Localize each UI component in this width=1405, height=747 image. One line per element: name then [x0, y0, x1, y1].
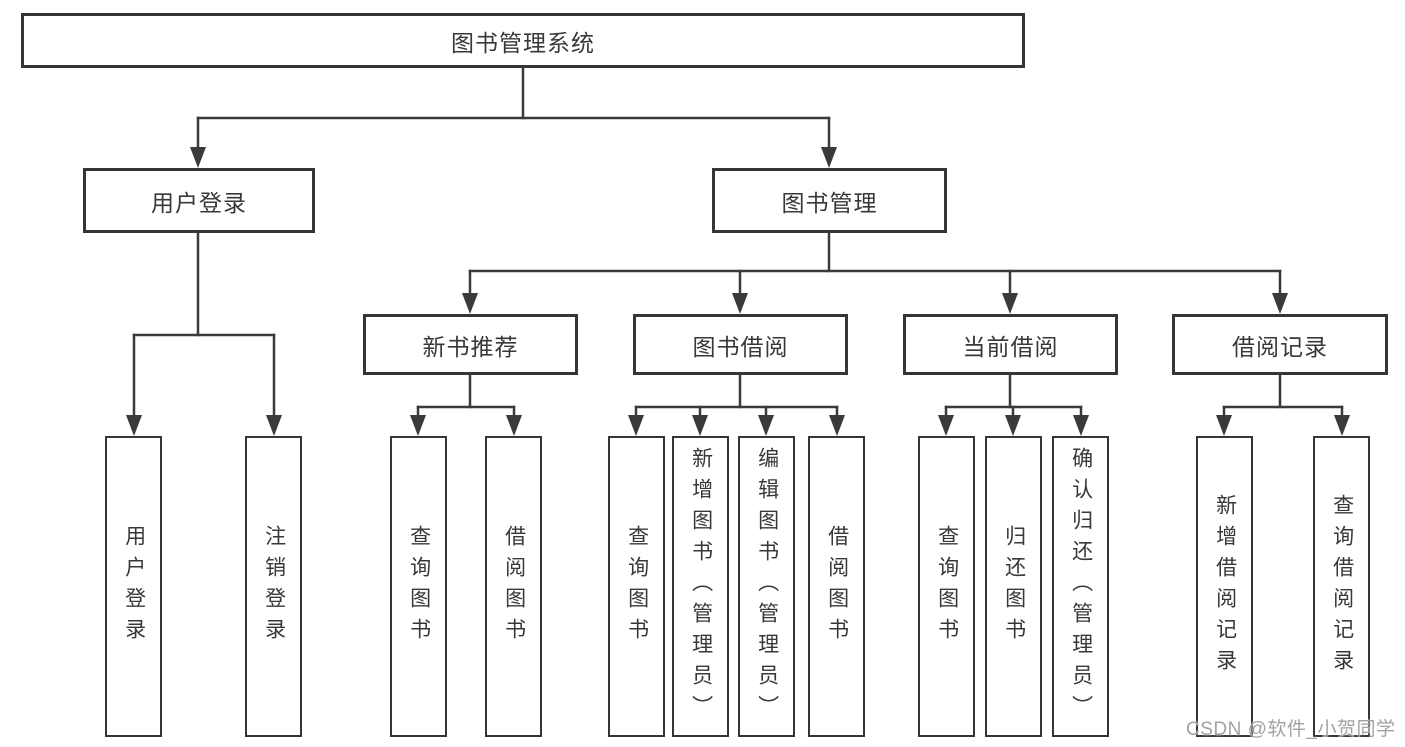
leaf-query-books-current: 查询图书 [918, 436, 975, 737]
leaf-add-books-admin: 新增图书（管理员） [672, 436, 729, 737]
watermark: CSDN @软件_小贺同学 [1186, 719, 1396, 740]
wire-book-borrow-to-leaves [628, 371, 845, 436]
node-label: 查询借阅记录 [1330, 493, 1354, 680]
node-book-borrow: 图书借阅 [633, 314, 848, 375]
node-label: 新增图书（管理员） [689, 447, 713, 726]
node-borrow-records: 借阅记录 [1172, 314, 1388, 375]
wire-user-login-to-leaves [126, 229, 282, 436]
node-label: 新增借阅记录 [1213, 493, 1237, 680]
node-label: 图书借阅 [692, 333, 789, 360]
node-label: 确认归还（管理员） [1069, 447, 1093, 726]
leaf-query-books-borrow: 查询图书 [608, 436, 665, 737]
node-label: 借阅记录 [1232, 333, 1328, 360]
node-label: 用户登录 [151, 189, 247, 216]
wire-book-management-to-level3 [462, 229, 1288, 314]
wire-borrow-records-to-leaves [1216, 371, 1350, 436]
node-label: 编辑图书（管理员） [755, 447, 779, 726]
leaf-user-login: 用户登录 [105, 436, 162, 737]
leaf-query-books-recommend: 查询图书 [390, 436, 447, 737]
node-new-book-recommend: 新书推荐 [363, 314, 578, 375]
wire-root-to-level2 [190, 64, 837, 168]
leaf-borrow-books: 借阅图书 [808, 436, 865, 737]
node-label: 查询图书 [935, 524, 959, 649]
node-label: 图书管理 [781, 189, 878, 216]
node-label: 查询图书 [407, 524, 431, 649]
leaf-logout: 注销登录 [245, 436, 302, 737]
node-label: 新书推荐 [422, 333, 519, 360]
wire-current-borrow-to-leaves [938, 371, 1089, 436]
node-label: 当前借阅 [962, 333, 1059, 360]
leaf-confirm-return-admin: 确认归还（管理员） [1052, 436, 1109, 737]
node-library-management-system: 图书管理系统 [21, 13, 1025, 68]
node-book-management: 图书管理 [712, 168, 947, 233]
leaf-add-borrow-record: 新增借阅记录 [1196, 436, 1253, 737]
node-user-login: 用户登录 [83, 168, 315, 233]
leaf-edit-books-admin: 编辑图书（管理员） [738, 436, 795, 737]
node-label: 查询图书 [625, 524, 649, 649]
node-label: 注销登录 [262, 524, 286, 649]
node-label: 归还图书 [1002, 524, 1026, 649]
node-label: 用户登录 [122, 524, 146, 649]
leaf-query-borrow-record: 查询借阅记录 [1313, 436, 1370, 737]
leaf-borrow-books-recommend: 借阅图书 [485, 436, 542, 737]
node-current-borrow: 当前借阅 [903, 314, 1118, 375]
wire-new-book-recommend-to-leaves [410, 371, 522, 436]
node-label: 图书管理系统 [451, 29, 595, 56]
leaf-return-books: 归还图书 [985, 436, 1042, 737]
node-label: 借阅图书 [825, 524, 849, 649]
node-label: 借阅图书 [502, 524, 526, 649]
